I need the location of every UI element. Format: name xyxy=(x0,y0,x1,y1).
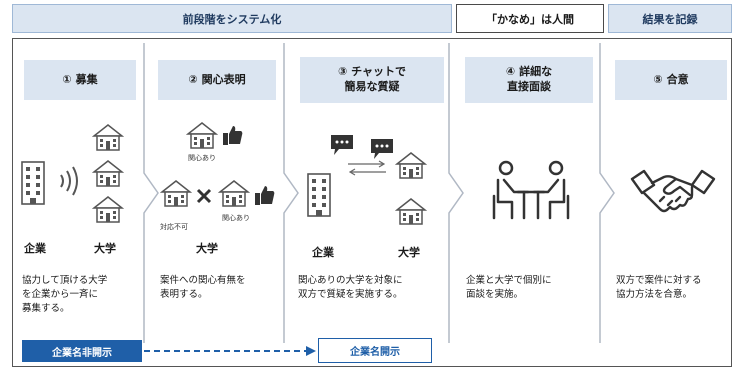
company-name-shown-badge: 企業名開示 xyxy=(318,338,432,363)
meeting-people-icon xyxy=(492,160,570,220)
chevron-separator-1 xyxy=(143,43,159,343)
step-1-title-text: ① 募集 xyxy=(62,72,98,86)
step-4-title: ④ 詳細な 直接面談 xyxy=(465,57,593,103)
company-name-hidden-badge: 企業名非開示 xyxy=(22,340,142,362)
step-1-description: 協力して頂ける大学 を企業から一斉に 募集する。 xyxy=(22,274,142,315)
header-record: 結果を記録 xyxy=(608,4,732,33)
thumbs-up-icon xyxy=(223,126,243,145)
header-record-label: 結果を記録 xyxy=(642,12,698,26)
step-2-description-line: 案件への関心有無を xyxy=(160,275,246,286)
step-4-title-line-2: 直接面談 xyxy=(507,80,551,93)
step-1-label-company: 企業 xyxy=(24,242,46,255)
chat-bubble-icon xyxy=(371,139,393,159)
step-2-description-line: 表明する。 xyxy=(160,288,208,300)
step-5-description-line: 協力方法を合意。 xyxy=(616,288,693,300)
step-3-label-university: 大学 xyxy=(398,246,420,259)
company-building-icon xyxy=(21,161,45,205)
university-building-icon xyxy=(92,196,124,223)
dashed-arrow-icon xyxy=(144,346,316,356)
step-1-label-university: 大学 xyxy=(94,242,116,255)
step-2-description: 案件への関心有無を 表明する。 xyxy=(160,274,282,302)
header-system-label: 前段階をシステム化 xyxy=(182,12,282,26)
step-2-title-text: ② 関心表明 xyxy=(188,72,246,86)
step-1-description-line: 募集する。 xyxy=(22,302,70,314)
step-3-title-line-2: 簡易な質疑 xyxy=(344,80,400,93)
thumbs-up-icon xyxy=(255,186,275,205)
step-4-description: 企業と大学で個別に 面談を実施。 xyxy=(466,274,596,302)
chevron-separator-4 xyxy=(599,43,615,343)
broadcast-waves-icon xyxy=(60,166,78,196)
university-building-icon xyxy=(92,160,124,187)
chevron-separator-2 xyxy=(283,43,299,343)
university-building-icon xyxy=(160,180,192,207)
step-3-label-company: 企業 xyxy=(312,246,334,259)
university-building-icon xyxy=(218,180,250,207)
step-1-description-line: 協力して頂ける大学 xyxy=(22,275,108,286)
header-human: 「かなめ」は人間 xyxy=(456,4,604,33)
company-building-icon xyxy=(307,173,331,217)
university-building-icon xyxy=(395,198,427,225)
step-5-title-text: ⑤ 合意 xyxy=(653,72,689,86)
company-name-hidden-label: 企業名非開示 xyxy=(52,347,112,359)
step-2-label-university: 大学 xyxy=(196,242,218,255)
step-3-title: ③ チャットで 簡易な質疑 xyxy=(300,57,444,103)
step-4-description-line: 面談を実施。 xyxy=(466,288,524,300)
not-possible-label: 対応不可 xyxy=(160,223,188,231)
step-3-description-line: 双方で質疑を実施する。 xyxy=(298,288,403,300)
step-1-description-line: を企業から一斉に xyxy=(22,288,99,300)
interest-label-right: 関心あり xyxy=(222,214,250,222)
step-3-description-line: 関心ありの大学を対象に xyxy=(298,275,403,286)
exchange-arrows-icon xyxy=(348,160,386,176)
chevron-separator-3 xyxy=(448,43,464,343)
university-building-icon xyxy=(395,152,427,179)
handshake-icon xyxy=(630,169,716,213)
university-building-icon xyxy=(186,122,218,149)
cross-mark-icon xyxy=(196,188,212,204)
header-system: 前段階をシステム化 xyxy=(12,4,452,33)
interest-label-top: 関心あり xyxy=(188,154,216,162)
step-3-description: 関心ありの大学を対象に 双方で質疑を実施する。 xyxy=(298,274,448,302)
step-1-title: ① 募集 xyxy=(24,60,136,100)
university-building-icon xyxy=(92,124,124,151)
step-3-title-line-1: ③ チャットで xyxy=(337,65,407,79)
chat-bubble-icon xyxy=(331,135,353,155)
header-human-label: 「かなめ」は人間 xyxy=(486,12,574,26)
step-2-title: ② 関心表明 xyxy=(158,60,276,100)
step-5-description-line: 双方で案件に対する xyxy=(616,275,702,286)
step-5-description: 双方で案件に対する 協力方法を合意。 xyxy=(616,274,730,302)
step-5-title: ⑤ 合意 xyxy=(615,60,727,100)
company-name-shown-label: 企業名開示 xyxy=(350,347,400,358)
step-4-title-line-1: ④ 詳細な xyxy=(505,65,553,79)
step-4-description-line: 企業と大学で個別に xyxy=(466,275,552,286)
